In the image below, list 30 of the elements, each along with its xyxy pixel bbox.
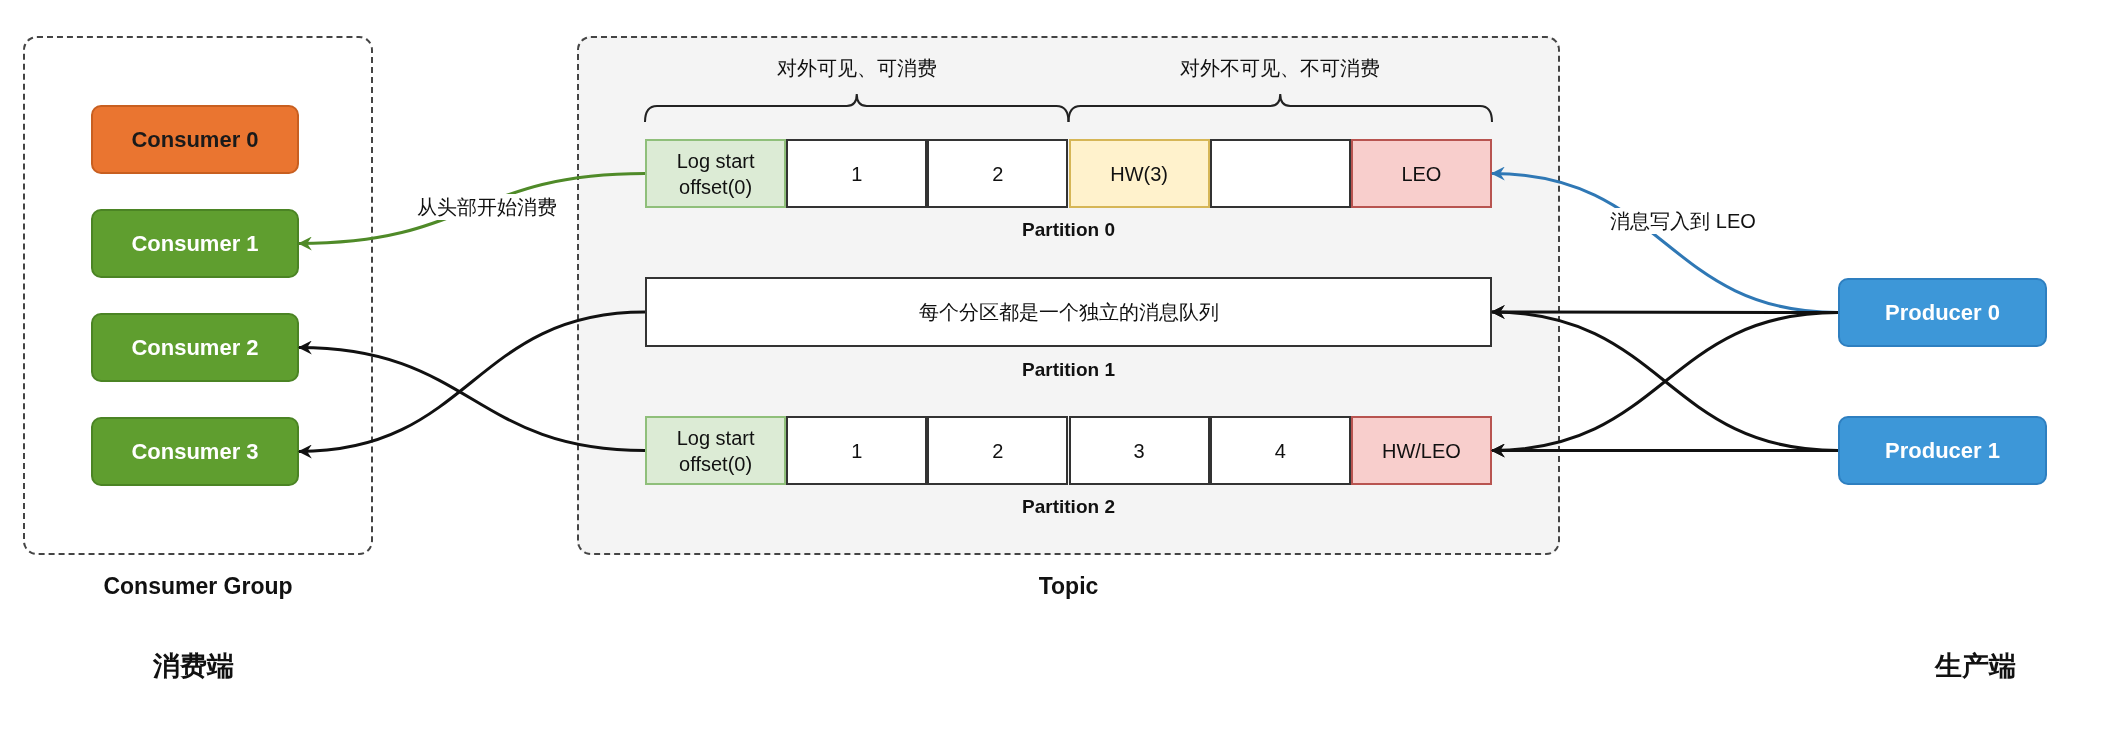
offset-cell: LEO: [1350, 139, 1492, 208]
consumer-box: Consumer 1: [91, 209, 299, 278]
offset-cell: 4: [1209, 416, 1351, 485]
producer-box: Producer 0: [1838, 278, 2047, 347]
consumer-box: Consumer 3: [91, 417, 299, 486]
group-title: Topic: [1037, 573, 1100, 600]
side-title: 生产端: [1933, 650, 2017, 684]
offset-cell: Log start offset(0): [645, 139, 787, 208]
group-title: Consumer Group: [102, 573, 294, 600]
offset-cell: 2: [927, 139, 1069, 208]
producer-box: Producer 1: [1838, 416, 2047, 485]
offset-cell: Log start offset(0): [645, 416, 787, 485]
consumer-box: Consumer 2: [91, 313, 299, 382]
brace-label: 对外不可见、不可消费: [1179, 56, 1382, 81]
partition-box: 每个分区都是一个独立的消息队列: [645, 277, 1492, 347]
offset-cell: 3: [1068, 416, 1210, 485]
partition-label: Partition 0: [1021, 219, 1116, 241]
arrow: [1490, 443, 1838, 458]
offset-cell: HW(3): [1068, 139, 1210, 208]
partition-label: Partition 2: [1021, 496, 1116, 518]
brace-label: 对外可见、可消费: [775, 56, 938, 81]
arrow: [297, 310, 646, 458]
offset-cell: 1: [786, 139, 928, 208]
partition-label: Partition 1: [1021, 359, 1116, 381]
side-title: 消费端: [151, 650, 235, 684]
arrow: [297, 341, 646, 452]
offset-cell: 2: [927, 416, 1069, 485]
consumer-box: Consumer 0: [91, 105, 299, 174]
offset-cell: HW/LEO: [1350, 416, 1492, 485]
offset-cell: 1: [786, 416, 928, 485]
